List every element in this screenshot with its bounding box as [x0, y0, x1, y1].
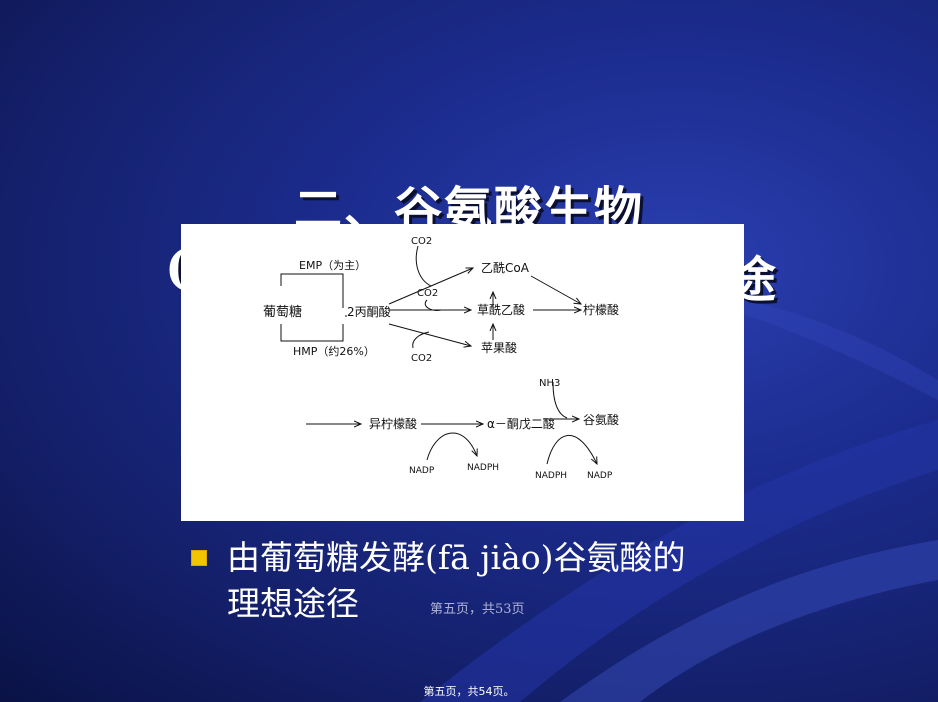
slide-footer: 第五页，共54页。 [423, 685, 515, 698]
node-akg: α－酮戊二酸 [487, 416, 555, 431]
node-malate: 苹果酸 [481, 340, 517, 355]
pathway-diagram: 葡萄糖 EMP（为主） HMP（约26%） 2丙酮酸 CO2 CO2 CO2 乙… [181, 224, 744, 521]
emp-bracket [280, 273, 344, 308]
node-citrate: 柠檬酸 [583, 302, 619, 317]
bullet-square-icon [191, 550, 207, 566]
page-overlay-text: 第五页，共53页 [430, 602, 525, 617]
node-nadp-2: NADP [587, 471, 613, 481]
node-emp: EMP（为主） [299, 259, 366, 272]
arrow-acetylcoa-to-citrate [530, 275, 581, 304]
node-acetyl-coa: 乙酰CoA [481, 261, 530, 275]
node-hmp: HMP（约26%） [293, 345, 375, 358]
arrow-to-malate [388, 323, 471, 346]
pathway-diagram-svg: 葡萄糖 EMP（为主） HMP（约26%） 2丙酮酸 CO2 CO2 CO2 乙… [263, 236, 619, 481]
co2-bottom-curve [412, 331, 430, 349]
co2-mid-curve [424, 299, 442, 311]
node-co2-mid: CO2 [417, 288, 438, 299]
node-nadp-1: NADP [409, 466, 435, 476]
node-nh3: NH3 [539, 378, 560, 389]
node-oxaloacetate: 草酰乙酸 [477, 302, 525, 317]
hmp-bracket [280, 324, 344, 342]
co2-top-curve [415, 245, 432, 287]
node-isocitrate: 异柠檬酸 [369, 416, 417, 431]
node-glucose: 葡萄糖 [263, 304, 302, 320]
node-pyruvate: 2丙酮酸 [347, 304, 391, 319]
node-nadph-2: NADPH [535, 471, 567, 481]
node-nadph-1: NADPH [467, 463, 499, 473]
nadp-curve-1 [426, 432, 477, 461]
bullet-text: 由葡萄糖发酵(fā jiào)谷氨酸的理想途径 [227, 538, 686, 623]
node-co2-top: CO2 [411, 236, 432, 247]
nh3-curve [552, 381, 568, 419]
node-co2-bottom: CO2 [411, 353, 432, 364]
nadp-curve-2 [546, 434, 597, 464]
node-glutamate: 谷氨酸 [583, 412, 619, 427]
